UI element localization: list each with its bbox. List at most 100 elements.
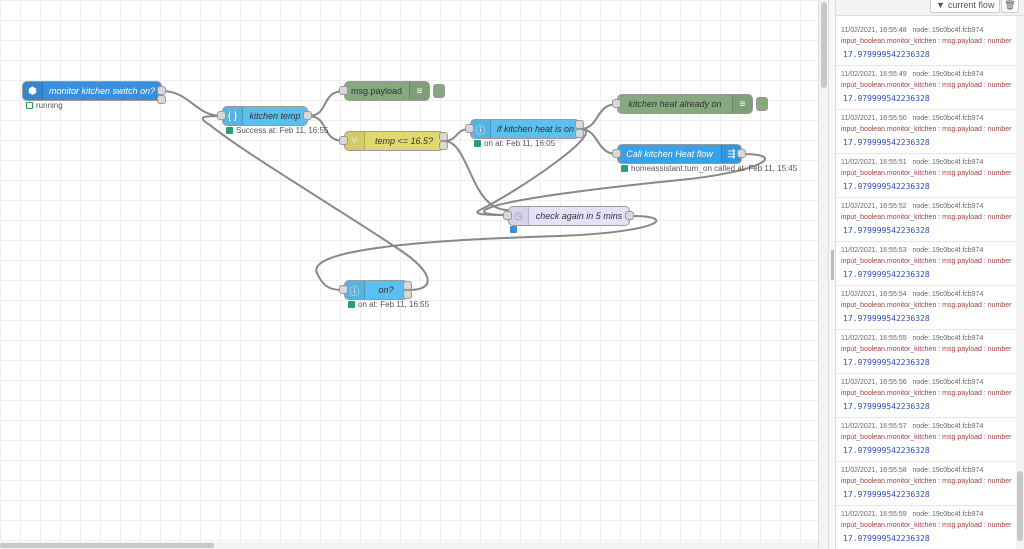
node-call-kitchen-heat[interactable]: Call kitchen Heat flow ⇶ xyxy=(617,144,742,164)
filter-messages-button[interactable]: ▼ current flow xyxy=(930,0,1001,13)
wire xyxy=(579,103,618,130)
output-port[interactable] xyxy=(439,132,448,141)
message-value[interactable]: 17.979999542236328 xyxy=(843,226,930,235)
message-value[interactable]: 17.979999542236328 xyxy=(843,270,930,279)
node-check-again-delay[interactable]: ◷ check again in 5 mins xyxy=(508,206,630,226)
output-port[interactable] xyxy=(157,86,166,95)
output-port[interactable] xyxy=(403,281,412,290)
status-dot-icon xyxy=(510,226,517,233)
debug-toggle-button[interactable] xyxy=(756,97,768,111)
node-on-check[interactable]: ⓘ on? xyxy=(344,280,408,300)
input-port[interactable] xyxy=(339,285,348,294)
input-port[interactable] xyxy=(612,99,621,108)
message-value[interactable]: 17.979999542236328 xyxy=(843,490,930,499)
node-status: running xyxy=(26,101,63,110)
wire xyxy=(307,90,345,117)
node-if-kitchen-heat-on[interactable]: ⓘ if kitchen heat is on xyxy=(470,119,580,139)
message-value[interactable]: 17.979999542236328 xyxy=(843,446,930,455)
wire xyxy=(161,90,223,117)
debug-sidebar: ▼ current flow 🗑 11/02/2021, 16:55:48 no… xyxy=(836,0,1024,549)
output-port[interactable] xyxy=(303,111,312,120)
clock-icon: ◷ xyxy=(509,207,529,225)
debug-list-icon: ≡ xyxy=(409,82,429,100)
message-value[interactable]: 17.979999542236328 xyxy=(843,358,930,367)
flow-wires xyxy=(161,90,766,291)
debug-message[interactable]: 11/02/2021, 16:55:54 node: 19c0bc4f.fcb9… xyxy=(836,286,1024,330)
message-value[interactable]: 17.979999542236328 xyxy=(843,182,930,191)
home-assistant-icon: ⬢ xyxy=(23,82,43,100)
scrollbar-thumb[interactable] xyxy=(0,543,214,548)
scrollbar-thumb[interactable] xyxy=(821,2,827,88)
message-topic: input_boolean.monitor_kitchen : msg.payl… xyxy=(841,478,1012,485)
message-value[interactable]: 17.979999542236328 xyxy=(843,534,930,543)
flow-workspace[interactable]: ⬢ monitor kitchen switch on? running { }… xyxy=(0,0,818,549)
message-value[interactable]: 17.979999542236328 xyxy=(843,94,930,103)
debug-message[interactable]: 11/02/2021, 16:55:58 node: 19c0bc4f.fcb9… xyxy=(836,462,1024,506)
debug-message[interactable]: 11/02/2021, 16:55:51 node: 19c0bc4f.fcb9… xyxy=(836,154,1024,198)
service-call-icon: ⇶ xyxy=(721,145,741,163)
wire xyxy=(443,140,509,211)
message-meta: 11/02/2021, 16:55:54 node: 19c0bc4f.fcb9… xyxy=(841,291,984,298)
node-status: on at: Feb 11, 16:05 xyxy=(474,139,555,148)
input-port[interactable] xyxy=(465,124,474,133)
debug-toggle-button[interactable] xyxy=(433,84,445,98)
node-status: homeassistant.turn_on called at: Feb 11,… xyxy=(621,164,797,173)
debug-message[interactable]: 11/02/2021, 16:55:56 node: 19c0bc4f.fcb9… xyxy=(836,374,1024,418)
message-topic: input_boolean.monitor_kitchen : msg.payl… xyxy=(841,170,1012,177)
output-port[interactable] xyxy=(625,211,634,220)
message-meta: 11/02/2021, 16:55:58 node: 19c0bc4f.fcb9… xyxy=(841,467,984,474)
output-port[interactable] xyxy=(157,95,166,104)
debug-message[interactable]: 11/02/2021, 16:55:48 node: 19c0bc4f.fcb9… xyxy=(836,22,1024,66)
node-msg-payload-debug[interactable]: msg.payload ≡ xyxy=(344,81,430,101)
output-port[interactable] xyxy=(737,149,746,158)
input-port[interactable] xyxy=(503,211,512,220)
node-kitchen-heat-already-on[interactable]: kitchen heat already on ≡ xyxy=(617,94,753,114)
output-port[interactable] xyxy=(439,141,448,150)
scrollbar-thumb[interactable] xyxy=(1017,471,1023,541)
debug-message-list: 11/02/2021, 16:55:48 node: 19c0bc4f.fcb9… xyxy=(836,22,1024,549)
message-topic: input_boolean.monitor_kitchen : msg.payl… xyxy=(841,38,1012,45)
input-port[interactable] xyxy=(612,149,621,158)
workspace-vertical-scrollbar[interactable] xyxy=(818,0,828,549)
sidebar-scrollbar[interactable] xyxy=(1016,16,1024,549)
clear-messages-button[interactable]: 🗑 xyxy=(1001,0,1019,13)
output-port[interactable] xyxy=(403,290,412,299)
workspace-horizontal-scrollbar[interactable] xyxy=(0,542,818,549)
node-status xyxy=(510,226,517,233)
debug-message[interactable]: 11/02/2021, 16:55:53 node: 19c0bc4f.fcb9… xyxy=(836,242,1024,286)
node-temp-switch[interactable]: ⑂ temp <= 16.5? xyxy=(344,131,444,151)
sidebar-resize-handle[interactable] xyxy=(828,0,836,549)
wire xyxy=(483,153,766,216)
debug-message[interactable]: 11/02/2021, 16:55:52 node: 19c0bc4f.fcb9… xyxy=(836,198,1024,242)
node-status: on at: Feb 11, 16:55 xyxy=(348,300,429,309)
debug-message[interactable]: 11/02/2021, 16:55:59 node: 19c0bc4f.fcb9… xyxy=(836,506,1024,549)
function-icon: { } xyxy=(223,107,243,125)
message-value[interactable]: 17.979999542236328 xyxy=(843,402,930,411)
message-value[interactable]: 17.979999542236328 xyxy=(843,50,930,59)
node-kitchen-temp[interactable]: { } kitchen temp xyxy=(222,106,308,126)
message-topic: input_boolean.monitor_kitchen : msg.payl… xyxy=(841,346,1012,353)
message-meta: 11/02/2021, 16:55:52 node: 19c0bc4f.fcb9… xyxy=(841,203,984,210)
debug-message[interactable]: 11/02/2021, 16:55:50 node: 19c0bc4f.fcb9… xyxy=(836,110,1024,154)
debug-message[interactable]: 11/02/2021, 16:55:57 node: 19c0bc4f.fcb9… xyxy=(836,418,1024,462)
node-status: Success at: Feb 11, 16:55 xyxy=(226,126,328,135)
input-port[interactable] xyxy=(217,111,226,120)
message-topic: input_boolean.monitor_kitchen : msg.payl… xyxy=(841,302,1012,309)
output-port[interactable] xyxy=(575,129,584,138)
output-port[interactable] xyxy=(575,120,584,129)
resize-grip[interactable] xyxy=(831,250,834,280)
wire xyxy=(476,128,588,216)
status-dot-icon xyxy=(621,165,628,172)
message-topic: input_boolean.monitor_kitchen : msg.payl… xyxy=(841,390,1012,397)
input-port[interactable] xyxy=(339,136,348,145)
message-value[interactable]: 17.979999542236328 xyxy=(843,314,930,323)
debug-message[interactable]: 11/02/2021, 16:55:55 node: 19c0bc4f.fcb9… xyxy=(836,330,1024,374)
node-monitor-kitchen-switch[interactable]: ⬢ monitor kitchen switch on? xyxy=(22,81,162,101)
message-value[interactable]: 17.979999542236328 xyxy=(843,138,930,147)
debug-list-icon: ≡ xyxy=(732,95,752,113)
debug-message[interactable]: 11/02/2021, 16:55:49 node: 19c0bc4f.fcb9… xyxy=(836,66,1024,110)
status-dot-icon xyxy=(474,140,481,147)
message-meta: 11/02/2021, 16:55:55 node: 19c0bc4f.fcb9… xyxy=(841,335,984,342)
input-port[interactable] xyxy=(339,86,348,95)
